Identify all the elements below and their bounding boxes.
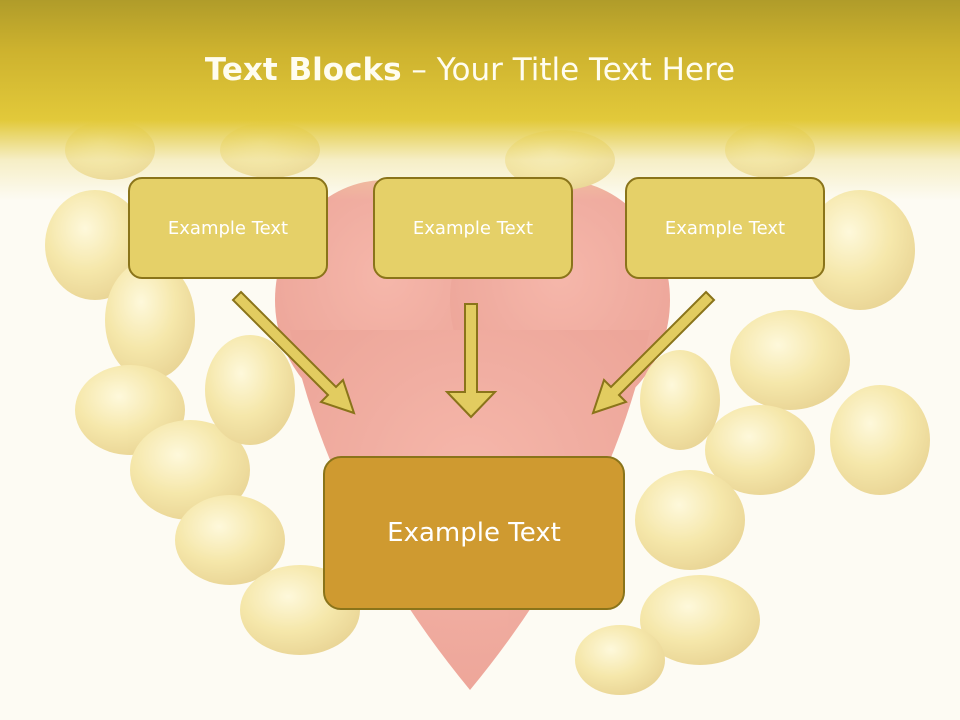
text-box-bottom-label: Example Text bbox=[387, 518, 561, 548]
title-bar bbox=[0, 0, 960, 200]
text-box-top-center-label: Example Text bbox=[412, 217, 534, 239]
text-box-top-left-label: Example Text bbox=[167, 217, 289, 239]
arrow-center-down bbox=[444, 303, 498, 419]
title-rest: – Your Title Text Here bbox=[401, 52, 736, 88]
page-title: Text Blocks – Your Title Text Here bbox=[0, 52, 940, 88]
text-box-top-left[interactable]: Example Text bbox=[128, 177, 328, 279]
text-box-top-right[interactable]: Example Text bbox=[625, 177, 825, 279]
arrow-left-diagonal bbox=[231, 290, 356, 415]
title-bold-part: Text Blocks bbox=[204, 52, 402, 88]
arrow-right-diagonal bbox=[591, 290, 716, 415]
text-box-top-right-label: Example Text bbox=[664, 217, 786, 239]
text-box-top-center[interactable]: Example Text bbox=[373, 177, 573, 279]
text-box-bottom[interactable]: Example Text bbox=[323, 456, 625, 610]
